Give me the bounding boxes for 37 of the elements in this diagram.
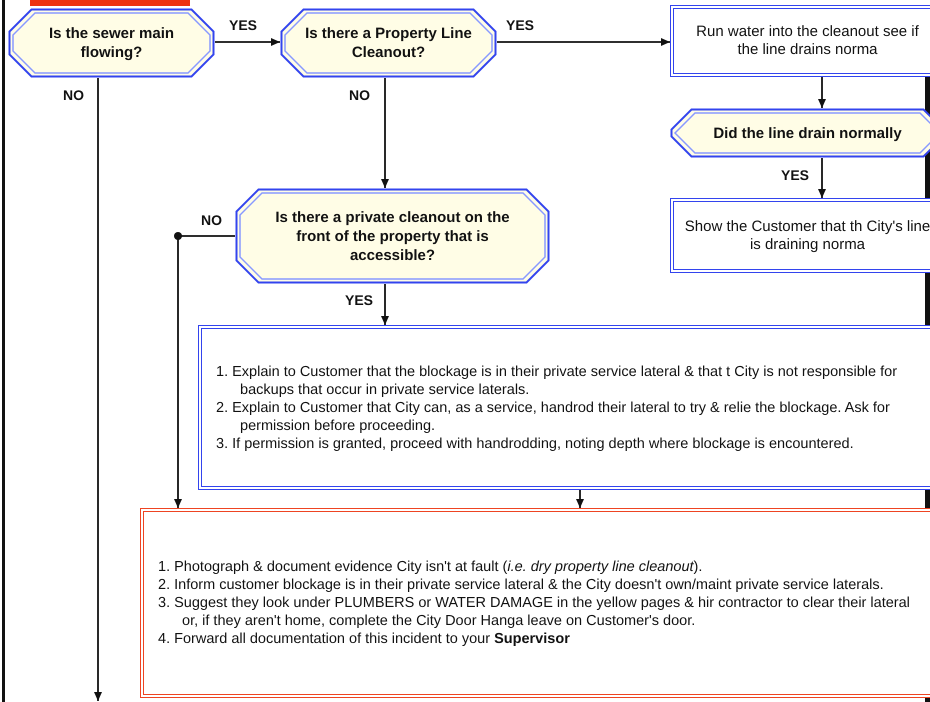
- list-item-text: 3. Suggest they look under PLUMBERS or WATER DAMAGE in the yellow pages & hir contractor to clear their lateral or, if they aren't home, complete the City Door Hanga leave on Customer's door.: [158, 594, 911, 630]
- list-item-text: 1. Photograph & document evidence City isn't at fault (i.e. dry property line cleanout).: [158, 558, 704, 576]
- alert-instruction-box: [140, 508, 930, 698]
- edge-label: YES: [344, 292, 374, 308]
- arrow: [818, 158, 826, 198]
- decision-octagon: [8, 8, 215, 78]
- arrow: [497, 38, 670, 46]
- edge-label: YES: [505, 17, 536, 33]
- edge-label: NO: [62, 87, 85, 103]
- question-text: Is there a Property Line Cleanout?: [304, 24, 473, 62]
- edge-label: NO: [348, 87, 371, 103]
- arrow: [576, 490, 584, 508]
- edge-label: NO: [200, 212, 223, 228]
- edge-label: YES: [228, 17, 258, 33]
- question-text: Is there a private cleanout on the front of the property that is accessible?: [274, 208, 511, 264]
- arrow: [174, 235, 235, 508]
- arrow: [381, 284, 389, 325]
- process-box: [670, 198, 930, 273]
- step-text: Show the Customer that th City's line is draining norma: [684, 218, 930, 254]
- arrow: [94, 78, 102, 701]
- instruction-box: [198, 325, 930, 490]
- arrow: [215, 38, 280, 46]
- decision-octagon: [280, 8, 497, 78]
- list-item-text: 2. Explain to Customer that City can, as a service, handrod their lateral to try & relie the blockage. Ask for permission before proceeding.: [216, 398, 891, 434]
- arrow: [818, 77, 826, 108]
- decision-octagon: [235, 188, 550, 284]
- list-item-text: 2. Inform customer blockage is in their private service lateral & the City doesn't own/maint private service laterals.: [158, 576, 885, 594]
- arrow: [381, 78, 389, 188]
- list-item-text: 4. Forward all documentation of this incident to your Supervisor: [158, 630, 571, 648]
- list-item-text: 3. If permission is granted, proceed with handrodding, noting depth where blockage is encountered.: [216, 434, 855, 452]
- list-item-text: 1. Explain to Customer that the blockage is in their private service lateral & that t City is not responsible for backups that occur in private service laterals.: [216, 362, 898, 398]
- question-text: Is the sewer main flowing?: [48, 24, 176, 62]
- decision-octagon: [670, 108, 930, 158]
- question-text: Did the line drain normally: [713, 124, 902, 142]
- step-text: Run water into the cleanout see if the line drains norma: [695, 23, 920, 59]
- process-box: [670, 5, 930, 77]
- edge-label: YES: [780, 167, 810, 183]
